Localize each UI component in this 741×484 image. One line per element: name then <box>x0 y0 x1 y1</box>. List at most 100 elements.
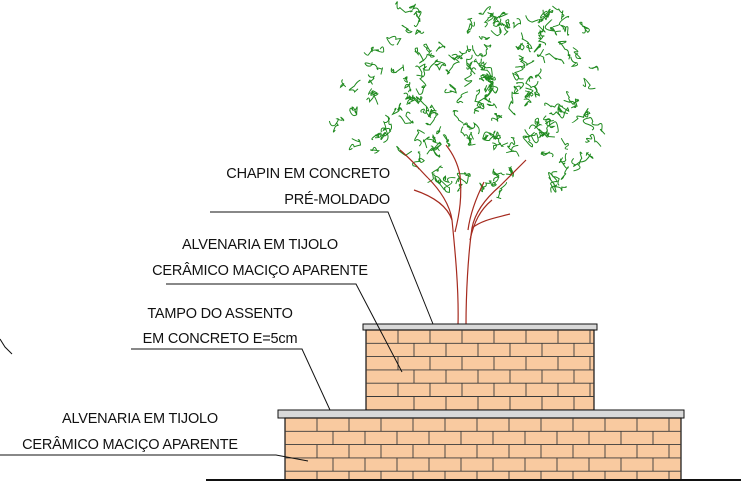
leaf-cluster <box>494 131 509 147</box>
leaf-cluster <box>363 46 385 56</box>
leaf-cluster <box>519 56 535 66</box>
leaf-cluster <box>528 124 555 138</box>
leaf-cluster <box>582 77 596 90</box>
leaf-cluster <box>402 76 408 83</box>
leaf-cluster <box>473 103 485 114</box>
leaf-cluster <box>571 158 581 172</box>
leaf-cluster <box>513 82 524 94</box>
leaf-cluster <box>523 98 532 107</box>
leaf-cluster <box>415 74 427 95</box>
leaf-cluster <box>512 18 522 29</box>
leaf-cluster <box>486 103 498 109</box>
leaf-cluster <box>423 43 432 57</box>
leaf-cluster <box>414 47 425 62</box>
leaf-cluster <box>550 184 567 193</box>
leaf-cluster <box>436 126 442 135</box>
leaf-cluster <box>560 24 570 36</box>
leaf-cluster <box>478 87 494 103</box>
leaf-cluster <box>395 1 413 13</box>
leaf-cluster <box>457 183 463 192</box>
leaf-cluster <box>398 111 414 124</box>
leaf-cluster <box>548 172 558 193</box>
leaf-cluster <box>544 19 561 36</box>
leaf-cluster <box>524 90 534 99</box>
leaf-cluster <box>522 131 535 148</box>
leaf-cluster <box>430 143 442 158</box>
leaf-cluster <box>511 63 526 81</box>
leaf-cluster <box>466 54 473 70</box>
leaf-cluster <box>459 45 472 55</box>
leaf-cluster <box>452 110 464 124</box>
leaf-cluster <box>478 6 491 15</box>
leader-lines <box>0 211 434 462</box>
leaf-cluster <box>391 102 403 116</box>
leaf-cluster <box>348 79 361 93</box>
leaf-cluster <box>545 53 565 65</box>
leaf-cluster <box>425 112 437 126</box>
leaf-cluster <box>415 63 426 78</box>
leaf-cluster <box>492 170 505 182</box>
label-tampo-line2: EM CONCRETO E=5cm <box>142 331 298 347</box>
leaf-cluster <box>396 145 413 157</box>
leaf-cluster <box>380 132 388 141</box>
leaf-cluster <box>496 182 508 200</box>
leaf-cluster <box>419 52 435 64</box>
leaf-cluster <box>571 108 591 124</box>
leaf-cluster <box>540 9 551 21</box>
leader-alvenaria-upper <box>166 283 403 373</box>
tree-trunk <box>399 144 527 326</box>
leaf-cluster <box>557 40 571 60</box>
leaf-cluster <box>511 144 520 157</box>
leaf-cluster <box>480 61 487 71</box>
leaf-cluster <box>515 42 525 51</box>
label-alvenaria-lower-line1: ALVENARIA EM TIJOLO <box>61 411 219 427</box>
leaf-cluster <box>472 45 483 58</box>
leaf-cluster <box>582 117 606 135</box>
leaf-cluster <box>490 168 500 187</box>
label-alvenaria-lower-line2: CERÂMICO MACIÇO APARENTE <box>22 437 238 453</box>
leaf-cluster <box>466 131 474 146</box>
leaf-cluster <box>483 12 494 28</box>
leaf-cluster <box>349 106 358 117</box>
lower-slab <box>277 409 685 419</box>
leaf-cluster <box>367 88 379 96</box>
leaf-cluster <box>404 81 412 93</box>
leaf-cluster <box>585 133 602 147</box>
leaf-cluster <box>534 68 542 80</box>
leaf-cluster <box>478 35 490 41</box>
leaf-cluster <box>505 166 515 178</box>
leaf-cluster <box>370 146 380 154</box>
leaf-cluster <box>560 158 569 180</box>
leaf-cluster <box>367 74 376 85</box>
upper-brick-wall <box>365 329 595 411</box>
leaf-cluster <box>540 151 554 158</box>
leaf-cluster <box>390 64 405 74</box>
leaf-cluster <box>386 35 402 46</box>
leaf-cluster <box>435 41 446 52</box>
leaf-cluster <box>463 67 477 88</box>
leaf-cluster <box>481 74 493 98</box>
leaf-cluster <box>525 75 540 98</box>
leaf-cluster <box>588 65 599 71</box>
label-tampo-line1: TAMPO DO ASSENTO <box>147 306 293 322</box>
leaf-cluster <box>478 58 488 71</box>
label-alvenaria-upper-line1: ALVENARIA EM TIJOLO <box>181 237 339 253</box>
leaf-cluster <box>536 48 546 64</box>
leaf-cluster <box>433 173 442 185</box>
leaf-cluster <box>406 94 422 105</box>
leaf-cluster <box>493 16 502 27</box>
label-chapin-line1: CHAPIN EM CONCRETO <box>226 166 390 182</box>
leaf-cluster <box>537 24 547 46</box>
leaf-cluster <box>497 21 510 29</box>
leaf-cluster <box>473 58 493 78</box>
leaf-cluster <box>579 151 592 163</box>
leaf-cluster <box>414 29 425 36</box>
leaf-cluster <box>552 15 570 28</box>
leaf-cluster <box>572 47 582 60</box>
leaf-cluster <box>414 129 425 147</box>
leaf-cluster <box>543 115 554 122</box>
leaf-cluster <box>474 88 482 109</box>
leaf-cluster <box>551 171 560 186</box>
leaf-cluster <box>503 19 511 36</box>
leaf-cluster <box>415 96 433 118</box>
